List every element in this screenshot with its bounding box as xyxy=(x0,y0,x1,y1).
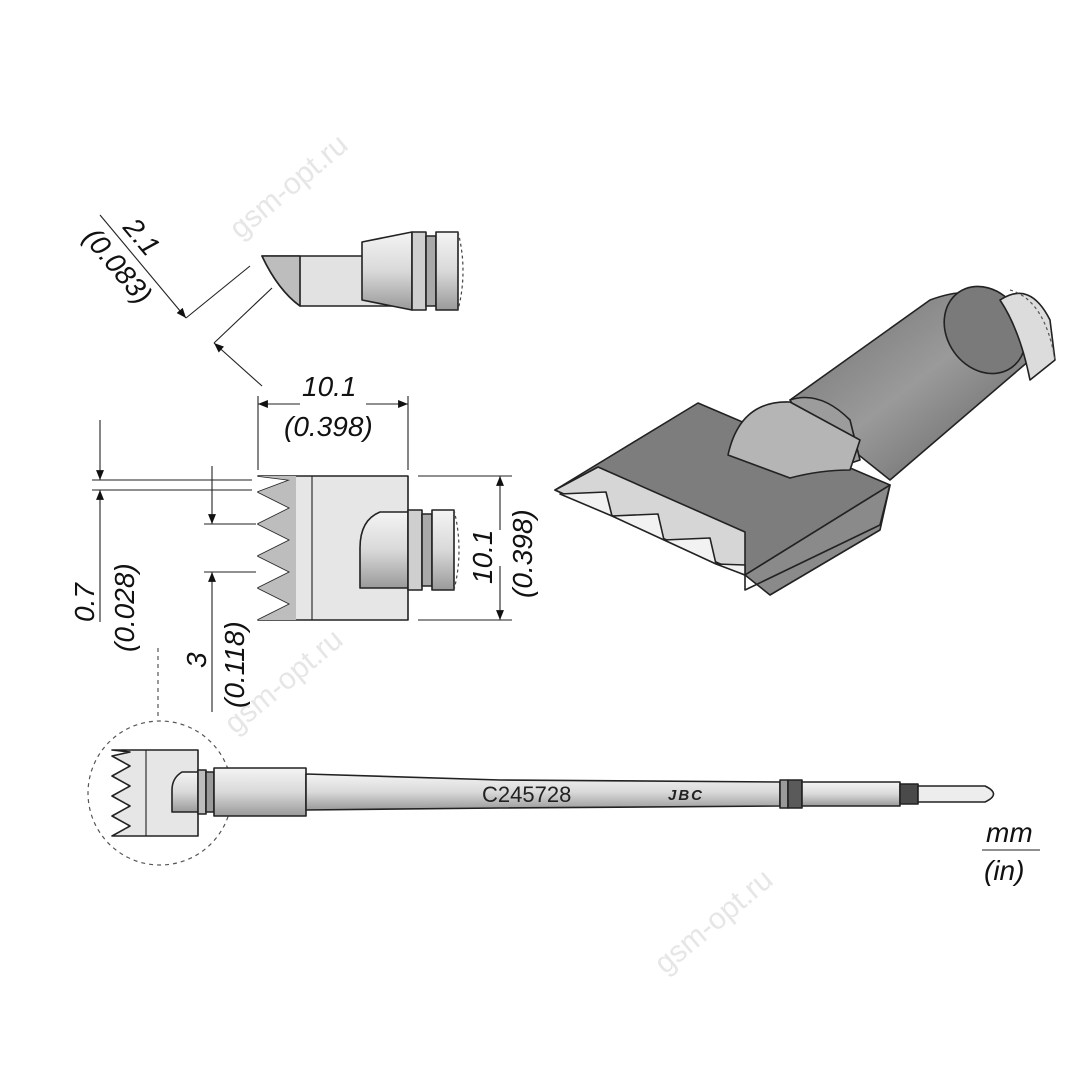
full-tip-pin xyxy=(917,785,995,803)
iso-handle-cap xyxy=(999,292,1056,381)
isometric-view xyxy=(554,285,1056,596)
dim-height-mm: 10.1 xyxy=(467,530,498,585)
front-view-break-line xyxy=(453,509,460,591)
dim-groove-mm: 0.7 xyxy=(69,582,100,622)
unit-primary: mm xyxy=(986,817,1033,848)
dim-pitch-mm: 3 xyxy=(181,652,212,668)
side-view-ring-1 xyxy=(411,231,427,311)
front-view-ring-3 xyxy=(431,509,455,591)
part-number-label: C245728 xyxy=(482,782,571,807)
dim-height-in: (0.398) xyxy=(507,509,538,598)
unit-secondary: (in) xyxy=(984,855,1024,886)
dim-width-in: (0.398) xyxy=(284,411,373,442)
side-view-break-line xyxy=(457,231,464,311)
dim-width-mm: 10.1 xyxy=(302,371,357,402)
brand-logo: JBC xyxy=(668,787,704,804)
iso-break-line xyxy=(1009,289,1056,361)
dim-thickness-arrow-1 xyxy=(99,214,187,319)
dim-thickness-ext-1 xyxy=(185,265,251,319)
side-view-ring-2 xyxy=(425,235,437,307)
front-view-ring-1 xyxy=(407,509,423,591)
full-tip-ring-2 xyxy=(205,771,215,813)
side-view: 2.1 (0.083) xyxy=(77,211,464,387)
front-view-socket xyxy=(359,511,409,589)
front-view-ring-2 xyxy=(421,513,433,587)
full-tip-shank xyxy=(213,767,307,817)
front-view-teeth-shade xyxy=(258,476,296,620)
iso-boss xyxy=(727,401,861,479)
full-tip-view: C245728 JBC xyxy=(87,648,995,866)
dim-thickness-arrow-2 xyxy=(213,342,263,387)
full-tip-neck xyxy=(801,781,901,807)
full-tip-band-3 xyxy=(899,783,919,805)
dim-groove-in: (0.028) xyxy=(109,563,140,652)
full-tip-band-2 xyxy=(787,779,803,809)
front-view: 10.1 (0.398) 10.1 (0.398) 0.7 (0.028) 3 … xyxy=(69,371,538,712)
full-tip-socket xyxy=(171,771,199,813)
full-tip-band-1 xyxy=(779,779,789,809)
side-view-bevel xyxy=(261,255,301,307)
watermark-top: gsm-opt.ru xyxy=(223,128,354,245)
side-view-shank xyxy=(361,231,413,311)
iso-teeth xyxy=(559,491,746,576)
full-tip-plate xyxy=(111,749,199,837)
dim-thickness-ext-2 xyxy=(213,287,273,344)
side-view-ring-3 xyxy=(435,231,459,311)
full-tip-ring-1 xyxy=(197,769,207,815)
iso-plate-edge xyxy=(744,484,891,591)
watermark-bottom: gsm-opt.ru xyxy=(648,863,779,980)
dim-pitch-in: (0.118) xyxy=(219,621,250,708)
units-legend: mm (in) xyxy=(982,817,1040,886)
